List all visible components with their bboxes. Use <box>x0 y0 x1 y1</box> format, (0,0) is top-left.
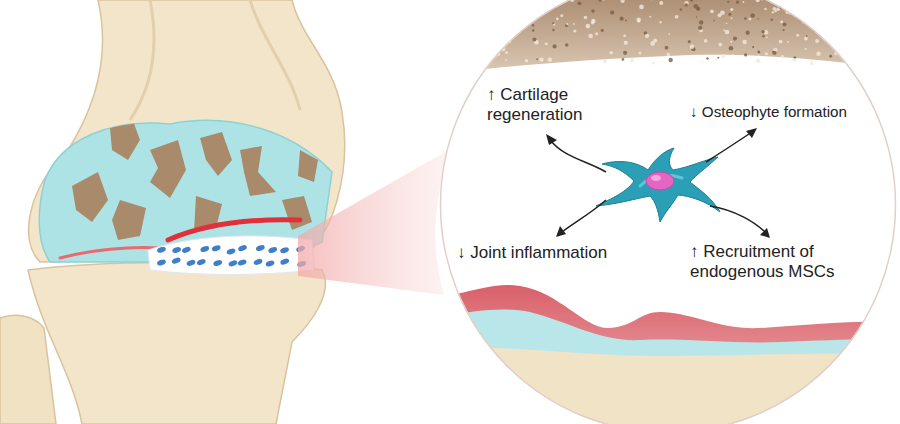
femur <box>29 0 345 262</box>
inflamed-tissue <box>60 247 160 258</box>
tibia <box>28 262 325 424</box>
cell-hydrogel <box>148 236 314 275</box>
circle-outline <box>440 0 896 424</box>
effect-label: ↑ Recruitment of endogenous MSCs <box>690 242 868 282</box>
magnified-circle: ↑ Cartilage regeneration ↓ Osteophyte for… <box>440 0 896 424</box>
zoom-cone <box>298 148 452 295</box>
injected-cells <box>156 244 306 268</box>
arrow-head <box>546 128 770 238</box>
bone-shading <box>130 0 154 120</box>
effect-arrow <box>550 132 766 233</box>
effect-label: ↓ Joint inflammation <box>457 243 647 263</box>
effect-label: ↓ Osteophyte formation <box>690 103 890 121</box>
cartilage-lesions <box>72 118 318 240</box>
magnified-view <box>430 0 900 424</box>
bone-shading <box>250 0 300 110</box>
effect-label: ↑ Cartilage regeneration <box>487 85 597 125</box>
